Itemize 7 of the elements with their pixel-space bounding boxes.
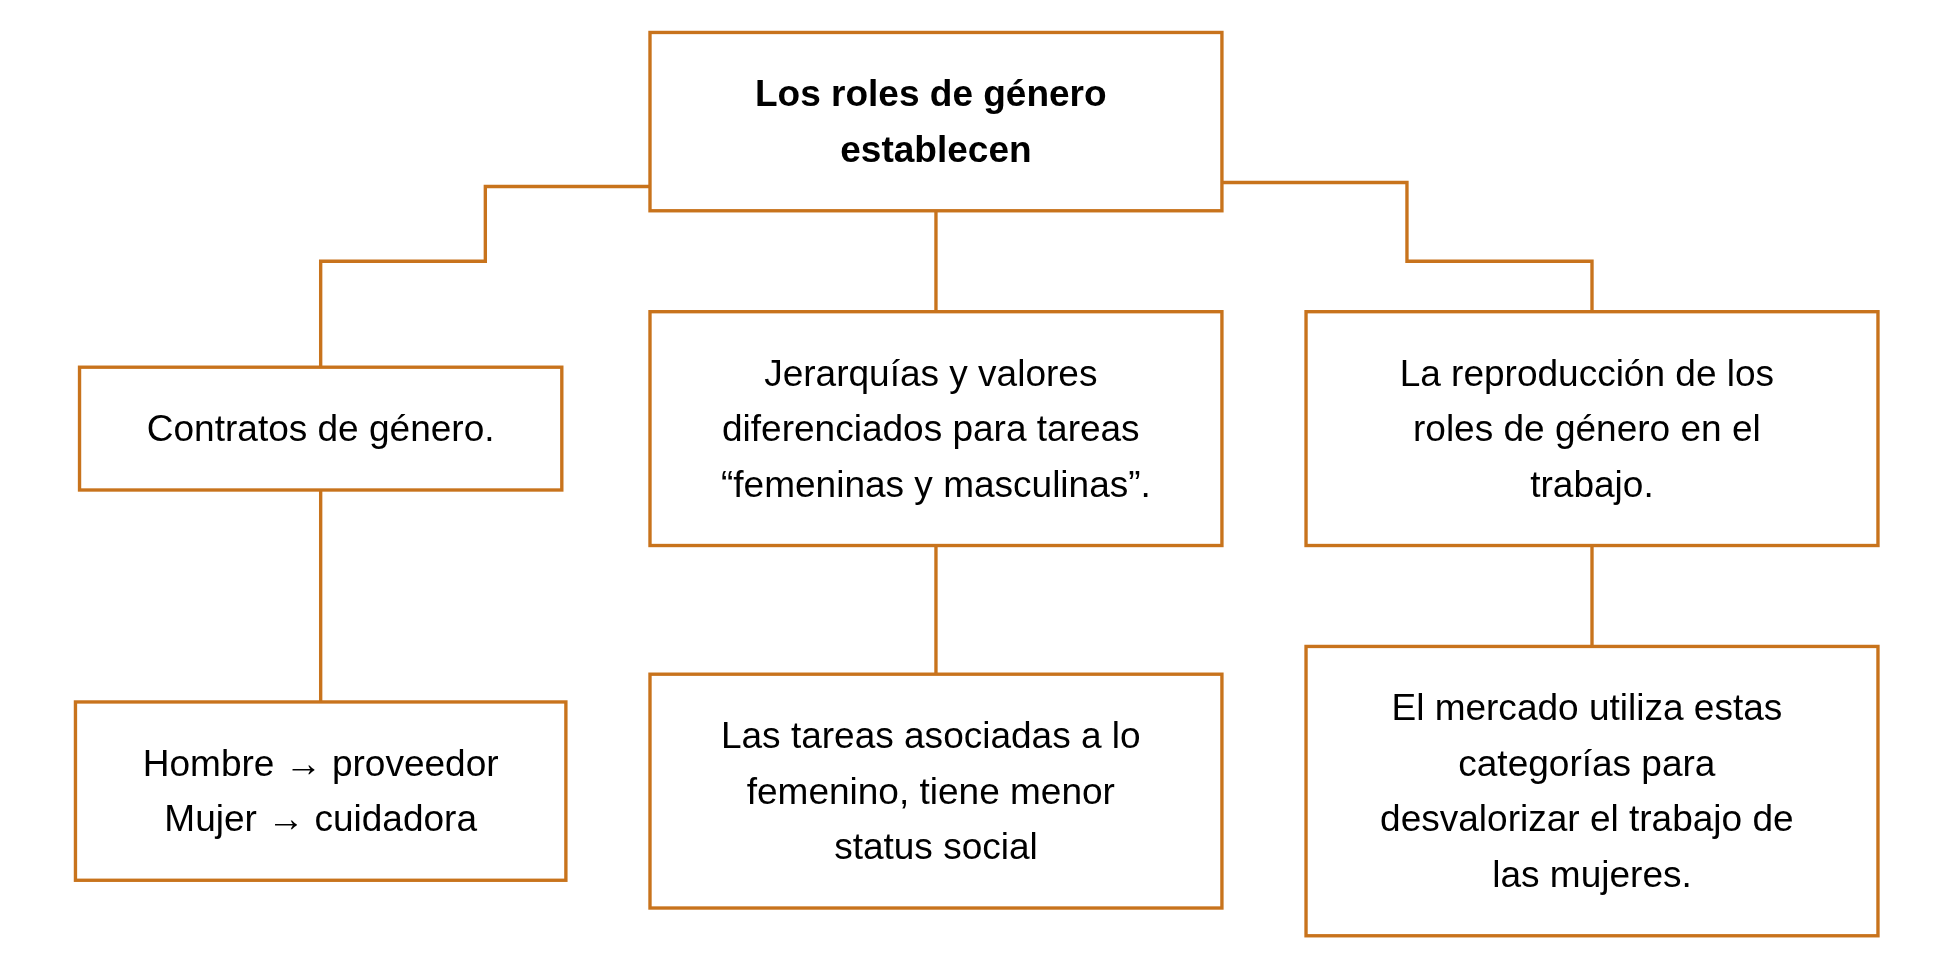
node-box: Las tareas asociadas a lo femenino, tiene menor status social bbox=[648, 672, 1224, 911]
node-box: La reproducción de los roles de género en el trabajo. bbox=[1304, 310, 1880, 548]
node-box: Contratos de género. bbox=[78, 365, 564, 493]
node-box: Jerarquías y valores diferenciados para tareas “femeninas y masculinas”. bbox=[648, 310, 1224, 548]
node-box: El mercado utiliza estas categorías para desvalorizar el trabajo de las mujeres. bbox=[1304, 645, 1880, 938]
node-box: Los roles de género establecen bbox=[648, 31, 1224, 213]
node-box: Hombre → proveedor Mujer → cuidadora bbox=[74, 700, 568, 883]
